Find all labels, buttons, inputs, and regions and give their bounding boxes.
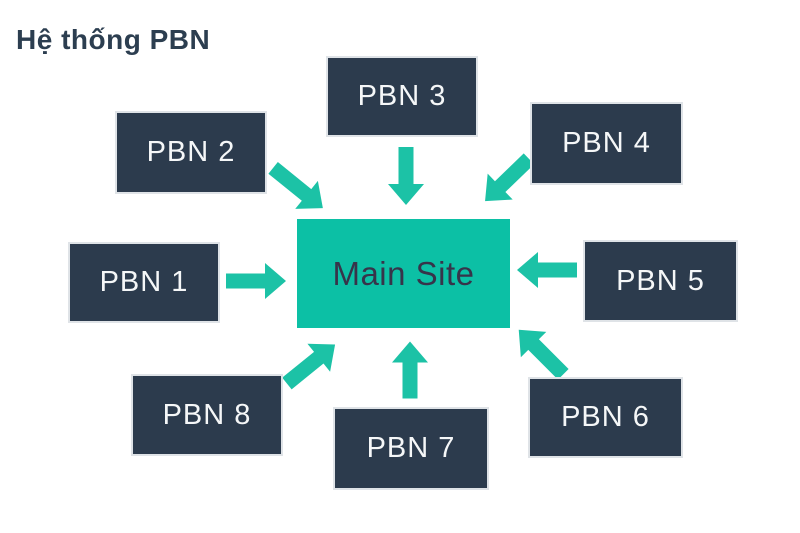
arrow-from-pbn-6 — [518, 329, 569, 380]
arrow-from-pbn-8 — [282, 343, 336, 390]
pbn-box-pbn-2: PBN 2 — [115, 111, 267, 194]
pbn-box-pbn-6: PBN 6 — [528, 377, 683, 458]
arrow-from-pbn-4 — [485, 153, 535, 202]
page-title: Hệ thống PBN — [16, 24, 211, 55]
pbn-box-pbn-3: PBN 3 — [326, 56, 478, 137]
main-site-box: Main Site — [297, 219, 510, 328]
arrow-from-pbn-3 — [388, 147, 424, 205]
arrow-from-pbn-5 — [517, 252, 577, 288]
pbn-box-label: PBN 5 — [616, 264, 705, 297]
pbn-box-label: PBN 6 — [561, 401, 650, 433]
pbn-box-pbn-4: PBN 4 — [530, 102, 683, 185]
pbn-box-label: PBN 7 — [366, 432, 456, 464]
arrow-from-pbn-1 — [226, 263, 286, 299]
pbn-box-pbn-8: PBN 8 — [131, 374, 283, 456]
pbn-box-label: PBN 1 — [99, 266, 189, 298]
pbn-box-label: PBN 2 — [146, 136, 236, 168]
pbn-box-label: PBN 8 — [162, 398, 252, 431]
pbn-box-label: PBN 4 — [562, 127, 651, 159]
arrow-from-pbn-2 — [268, 162, 323, 209]
main-site-label: Main Site — [332, 254, 475, 292]
pbn-box-label: PBN 3 — [357, 80, 447, 112]
pbn-box-pbn-5: PBN 5 — [583, 240, 738, 322]
pbn-box-pbn-7: PBN 7 — [333, 407, 489, 490]
arrow-from-pbn-7 — [392, 341, 428, 399]
pbn-box-pbn-1: PBN 1 — [68, 242, 220, 323]
